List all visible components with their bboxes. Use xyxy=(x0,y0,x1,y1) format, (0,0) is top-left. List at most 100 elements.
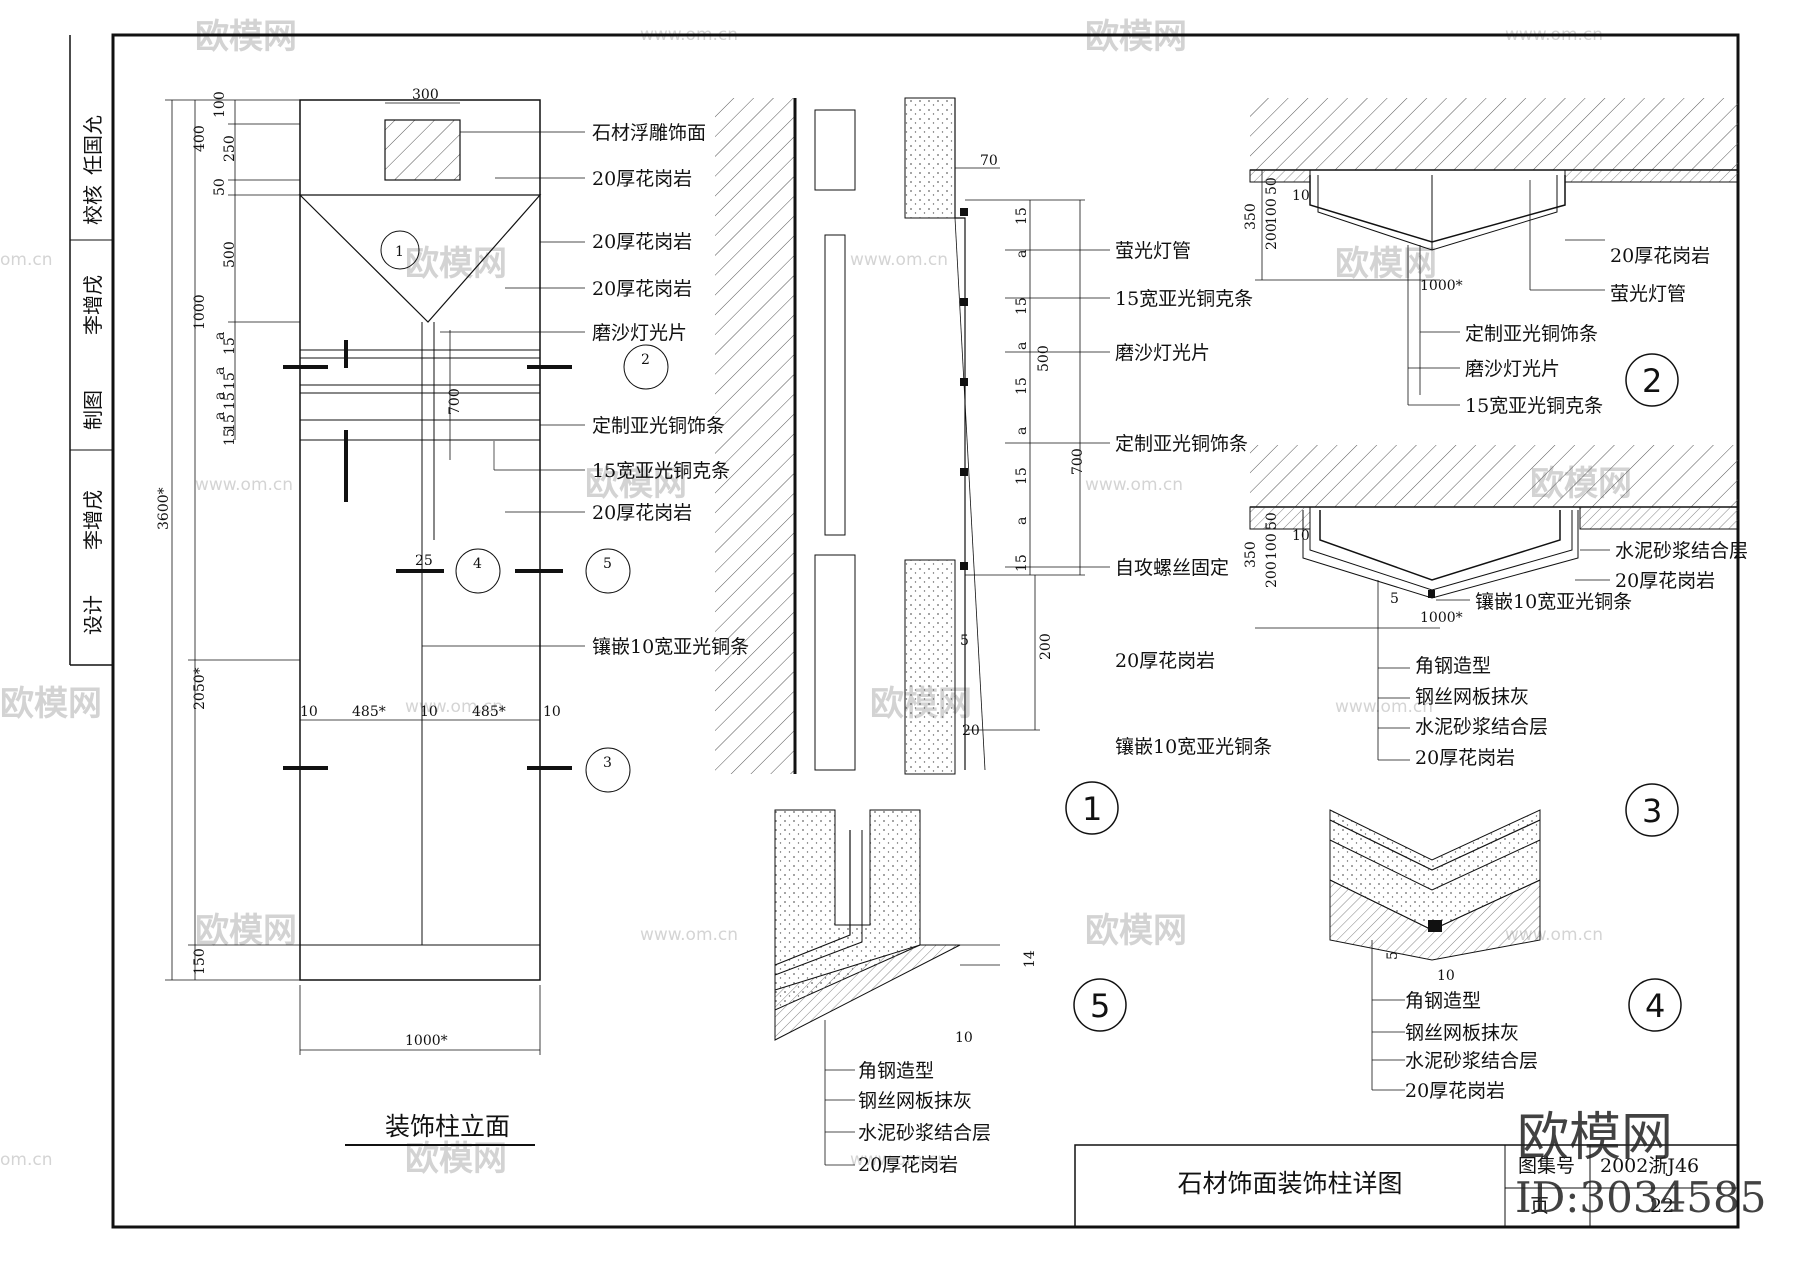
d1-dim-700: 700 xyxy=(1070,448,1086,475)
label-granite: 20厚花岗岩 xyxy=(592,502,692,524)
d3-dim: 5 xyxy=(1390,591,1399,607)
d2-dim: 10 xyxy=(1292,188,1310,204)
d3-label-granite: 20厚花岗岩 xyxy=(1615,570,1715,592)
dim-15: 15 xyxy=(222,337,238,355)
dim-spacing: 10 xyxy=(543,704,561,720)
d2-dim: 100 xyxy=(1264,198,1280,225)
detail-3-section: 水泥砂浆结合层 20厚花岗岩 镶嵌10宽亚光铜条 角钢造型 钢丝网板抹灰 水泥砂… xyxy=(1243,445,1748,837)
d1-dim-200: 200 xyxy=(1038,633,1054,660)
detail-5-section: 角钢造型 钢丝网板抹灰 水泥砂浆结合层 20厚花岗岩 14 10 5 xyxy=(774,809,1127,1176)
label-stone-relief: 石材浮雕饰面 xyxy=(592,122,706,144)
d5-dim-14: 14 xyxy=(1022,950,1038,968)
d1-dim: a xyxy=(1014,342,1030,350)
d2-label-copper-strip-15: 15宽亚光铜克条 xyxy=(1465,395,1603,417)
d2-dim: 200 xyxy=(1264,223,1280,250)
watermark-big-brand: 欧模网 xyxy=(1517,1108,1673,1168)
elevation-title: 装饰柱立面 xyxy=(385,1112,510,1141)
dim-15: 15 xyxy=(222,414,238,432)
d4-label-granite: 20厚花岗岩 xyxy=(1405,1080,1505,1102)
label-copper-strip-15: 15宽亚光铜克条 xyxy=(592,460,730,482)
d3-label-inlaid-copper: 镶嵌10宽亚光铜条 xyxy=(1475,591,1632,613)
d2-label-copper-trim: 定制亚光铜饰条 xyxy=(1465,323,1598,345)
atlas-number: 2002浙J46 xyxy=(1600,1155,1699,1177)
watermark-domain: www.om.cn xyxy=(405,697,503,717)
designer-label: 设计 xyxy=(81,595,105,635)
drafter-label: 制图 xyxy=(81,390,105,430)
d1-dim: 70 xyxy=(980,153,998,169)
dim-15: 15 xyxy=(222,392,238,410)
section-mark-3: 3 xyxy=(603,755,612,771)
d1-label-copper-strip-15: 15宽亚光铜克条 xyxy=(1115,288,1253,310)
d3-dim: 50 xyxy=(1264,512,1280,530)
dim-25: 25 xyxy=(415,553,433,569)
d1-dim-20: 20 xyxy=(962,723,980,739)
d1-dim: 15 xyxy=(1014,554,1030,572)
dim-bottom-width: 1000* xyxy=(405,1033,448,1049)
dim-1000: 1000 xyxy=(192,294,208,330)
dim-a: a xyxy=(212,392,228,400)
d4-label-mortar: 水泥砂浆结合层 xyxy=(1405,1050,1538,1072)
d1-dim: 15 xyxy=(1014,377,1030,395)
d4-label-angle-steel: 角钢造型 xyxy=(1405,990,1481,1012)
d3-dim: 350 xyxy=(1243,541,1259,568)
elevation-annotations: 石材浮雕饰面 20厚花岗岩 20厚花岗岩 20厚花岗岩 磨沙灯光片 定制亚光铜饰… xyxy=(156,87,749,1146)
d3-label-wire-mesh: 钢丝网板抹灰 xyxy=(1415,686,1529,708)
dim-top-width: 300 xyxy=(412,87,439,103)
page-number: 22 xyxy=(1650,1195,1674,1217)
d2-label-granite: 20厚花岗岩 xyxy=(1610,245,1710,267)
d1-dim: 15 xyxy=(1014,207,1030,225)
watermark-brand: 欧模网 xyxy=(585,464,687,504)
detail-4-section: 角钢造型 钢丝网板抹灰 水泥砂浆结合层 20厚花岗岩 5 10 4 xyxy=(1329,809,1682,1102)
dim-250: 250 xyxy=(222,135,238,162)
section-mark-5: 5 xyxy=(603,556,612,572)
watermark-brand: 欧模网 xyxy=(1085,911,1187,951)
dim-15: 15 xyxy=(222,372,238,390)
d2-dim: 50 xyxy=(1264,177,1280,195)
relief-panel xyxy=(384,119,461,181)
dim-a: a xyxy=(212,412,228,420)
dim-100: 100 xyxy=(212,91,228,118)
dim-spacing: 10 xyxy=(420,704,438,720)
watermark-id: ID:3034585 xyxy=(1515,1173,1766,1222)
detail-5-number: 5 xyxy=(1090,987,1110,1025)
d1-label-frosted-panel: 磨沙灯光片 xyxy=(1115,342,1210,364)
watermark-domain: www.om.cn xyxy=(1335,697,1433,717)
d1-label-inlaid-copper: 镶嵌10宽亚光铜条 xyxy=(1115,736,1272,758)
d3-label-angle-steel: 角钢造型 xyxy=(1415,655,1491,677)
d5-label-wire-mesh: 钢丝网板抹灰 xyxy=(858,1090,972,1112)
watermark-domain: www.om.cn xyxy=(640,925,738,945)
dim-spacing: 10 xyxy=(300,704,318,720)
d1-dim: a xyxy=(1014,427,1030,435)
detail-1-section: 萤光灯管 15宽亚光铜克条 磨沙灯光片 定制亚光铜饰条 自攻螺丝固定 20厚花岗… xyxy=(715,97,1272,835)
d2-dim: 350 xyxy=(1243,203,1259,230)
dim-spacing: 485* xyxy=(472,704,506,720)
detail-2-section: 20厚花岗岩 萤光灯管 定制亚光铜饰条 磨沙灯光片 15宽亚光铜克条 10 50… xyxy=(1243,98,1739,417)
watermark-domain: www.om.cn xyxy=(850,250,948,270)
d3-dim: 10 xyxy=(1292,528,1310,544)
dim-500: 500 xyxy=(222,241,238,268)
approver-name: 任国允 xyxy=(81,115,105,175)
watermark-domain: www.om.cn xyxy=(1085,475,1183,495)
section-mark-2: 2 xyxy=(641,352,650,368)
page-label: 页 xyxy=(1530,1195,1549,1217)
d1-label-granite: 20厚花岗岩 xyxy=(1115,650,1215,672)
drawing-title: 石材饰面装饰柱详图 xyxy=(1177,1169,1402,1198)
column-elevation xyxy=(165,99,585,1055)
d3-dim: 100 xyxy=(1264,533,1280,560)
dim-150: 150 xyxy=(192,948,208,975)
detail-1-number: 1 xyxy=(1082,790,1102,828)
d1-dim: a xyxy=(1014,250,1030,258)
watermark-brand: 欧模网 xyxy=(195,911,297,951)
detail-3-number: 3 xyxy=(1642,792,1662,830)
d5-label-angle-steel: 角钢造型 xyxy=(858,1060,934,1082)
dim-700: 700 xyxy=(447,388,463,415)
dim-total-height: 3600* xyxy=(156,487,172,530)
section-mark-1: 1 xyxy=(395,244,404,260)
watermark-domain: www.om.cn xyxy=(195,475,293,495)
d3-dim-width: 1000* xyxy=(1420,610,1463,626)
detail-2-number: 2 xyxy=(1642,362,1662,400)
dim-a: a xyxy=(212,332,228,340)
dim-lower-height: 2050* xyxy=(192,667,208,710)
d3-label-granite: 20厚花岗岩 xyxy=(1415,747,1515,769)
